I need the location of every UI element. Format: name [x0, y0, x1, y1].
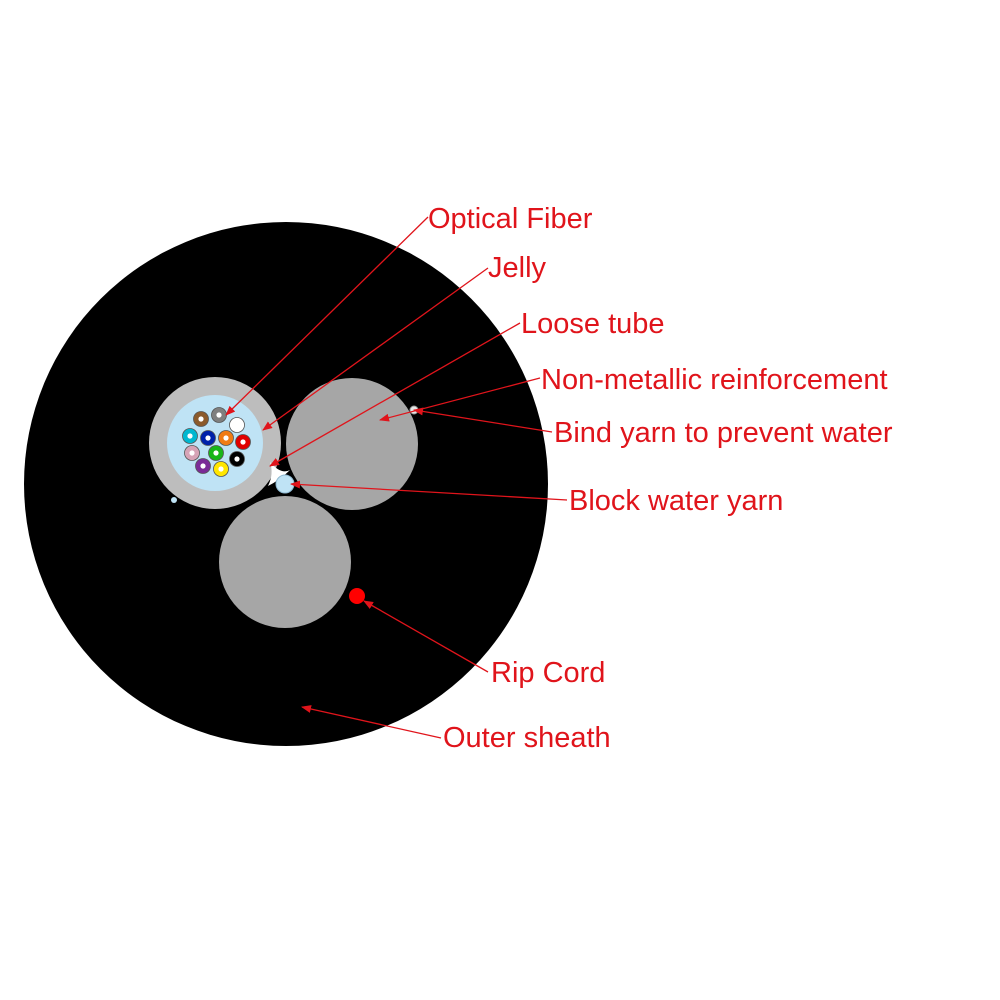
- leader-reinforcement: [379, 377, 541, 422]
- bind-yarn-dot-left: [171, 497, 177, 503]
- leader-loose-tube: [269, 322, 521, 467]
- leader-bind-yarn: [413, 407, 553, 433]
- optical-fiber-core: [187, 433, 193, 439]
- leader-outer-sheath: [301, 705, 442, 739]
- optical-fiber-core: [218, 466, 224, 472]
- optical-fiber-core: [189, 450, 195, 456]
- optical-fiber-core: [198, 416, 204, 422]
- label-rip-cord: Rip Cord: [491, 657, 605, 689]
- optical-fibers: [182, 407, 251, 477]
- leader-rip-cord: [363, 600, 489, 673]
- label-block-water-yarn: Block water yarn: [569, 485, 783, 517]
- callout-lines: [225, 216, 568, 739]
- optical-fiber-core: [234, 422, 240, 428]
- optical-fiber-core: [240, 439, 246, 445]
- label-jelly: Jelly: [488, 252, 547, 284]
- reinforcement-rod-right: [286, 378, 418, 510]
- yarn-filler: [268, 462, 290, 486]
- optical-fiber-core: [205, 435, 211, 441]
- optical-fiber-core: [200, 463, 206, 469]
- rip-cord: [349, 588, 365, 604]
- label-loose-tube: Loose tube: [521, 308, 665, 340]
- optical-fiber-core: [223, 435, 229, 441]
- leader-block-water-yarn: [290, 480, 568, 501]
- leader-optical-fiber: [225, 216, 429, 416]
- optical-fiber-core: [213, 450, 219, 456]
- reinforcement-rod-bottom: [219, 496, 351, 628]
- label-outer-sheath: Outer sheath: [443, 722, 611, 754]
- label-non-metallic-reinforcement: Non-metallic reinforcement: [541, 364, 888, 396]
- label-bind-yarn: Bind yarn to prevent water: [554, 417, 893, 449]
- label-optical-fiber: Optical Fiber: [428, 203, 593, 235]
- optical-fiber-core: [216, 412, 222, 418]
- optical-fiber-core: [234, 456, 240, 462]
- leader-jelly: [262, 267, 489, 431]
